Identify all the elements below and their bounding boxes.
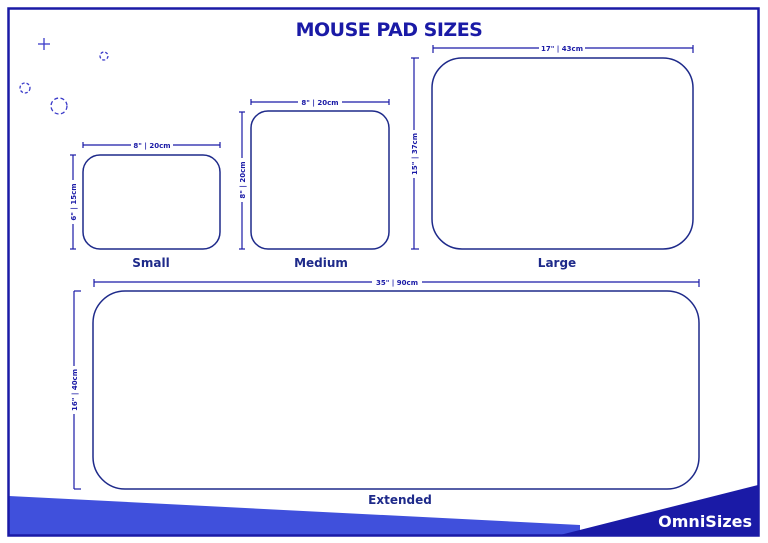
pad-extended: 35" | 90cm 16" | 40cm Extended: [69, 277, 700, 507]
page-title: MOUSE PAD SIZES: [296, 19, 483, 41]
plus-icon: [38, 38, 50, 50]
height-label: 15" | 37cm: [411, 133, 420, 175]
frame: [7, 7, 760, 537]
brand-logo: OmniSizes: [658, 512, 752, 531]
width-label: 8" | 20cm: [301, 99, 338, 108]
dashed-circle-icon: [99, 51, 109, 61]
pad-label: Small: [132, 256, 169, 270]
height-label: 8" | 20cm: [239, 161, 248, 198]
pad-label: Large: [538, 256, 576, 270]
pad-label: Extended: [368, 493, 432, 507]
pad-outline: [431, 57, 694, 250]
pad-outline: [250, 110, 390, 250]
height-label: 6" | 15cm: [70, 183, 79, 220]
pad-large: 17" | 43cm 15" | 37cm Large: [409, 43, 694, 270]
brand-corner: [560, 485, 758, 535]
bottom-band: [9, 496, 580, 535]
width-label: 17" | 43cm: [541, 45, 583, 54]
height-label: 16" | 40cm: [71, 369, 80, 411]
dashed-circle-icon: [50, 97, 68, 115]
pad-outline: [92, 290, 700, 490]
width-label: 8" | 20cm: [133, 142, 170, 151]
width-label: 35" | 90cm: [376, 279, 418, 288]
pad-small: 8" | 20cm 6" | 15cm Small: [68, 140, 221, 270]
pad-outline: [82, 154, 221, 250]
dashed-circle-icon: [19, 82, 31, 94]
pad-label: Medium: [294, 256, 348, 270]
pad-medium: 8" | 20cm 8" | 20cm Medium: [237, 97, 390, 270]
